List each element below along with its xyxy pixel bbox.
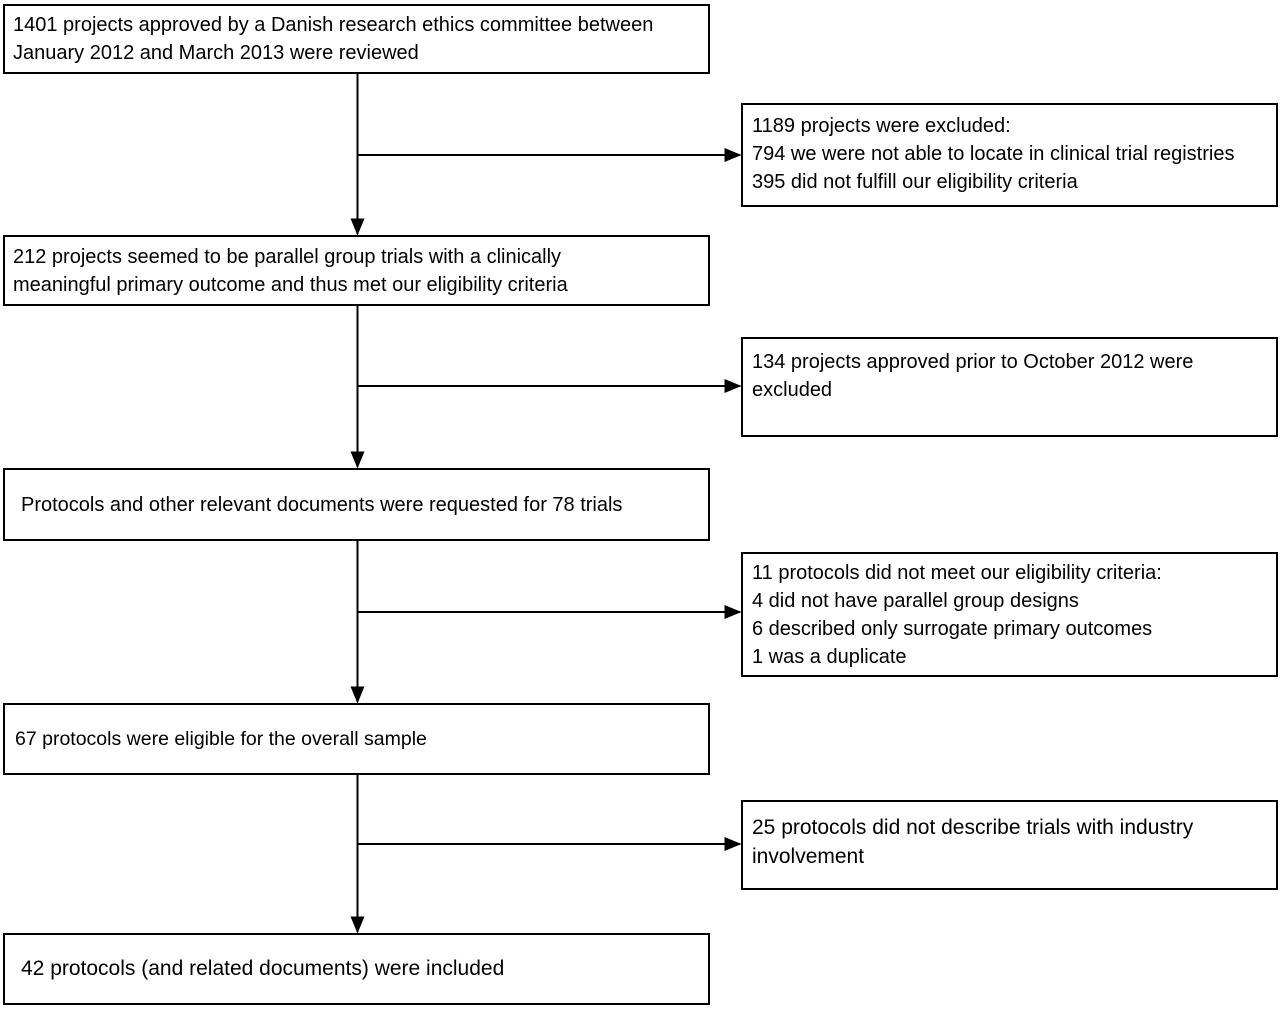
flow-box-text-line: 4 did not have parallel group designs <box>752 590 1079 612</box>
flow-box-protocols-eligible: 67 protocols were eligible for the overa… <box>3 703 710 775</box>
flow-box-excluded-11: 11 protocols did not meet our eligibilit… <box>741 552 1278 677</box>
flow-box-text-line: excluded <box>752 379 833 401</box>
flow-box-text-line: 212 projects seemed to be parallel group… <box>13 245 562 268</box>
flow-box-text-line: 395 did not fulfill our eligibility crit… <box>752 171 1078 193</box>
flow-box-protocols-included: 42 protocols (and related documents) wer… <box>3 933 710 1005</box>
flow-box-text-line: 11 protocols did not meet our eligibilit… <box>752 562 1162 584</box>
flow-box-excluded-25: 25 protocols did not describe trials wit… <box>741 800 1278 890</box>
flow-box-text-line: 67 protocols were eligible for the overa… <box>15 728 427 750</box>
flow-box-text-line: 1 was a duplicate <box>752 646 907 668</box>
flow-box-text-line: meaningful primary outcome and thus met … <box>13 273 568 296</box>
flow-box-text-line: 6 described only surrogate primary outco… <box>752 618 1153 640</box>
flow-box-text-line: 25 protocols did not describe trials wit… <box>752 816 1194 839</box>
flow-box-text-line: involvement <box>752 845 865 868</box>
flow-box-protocols-requested: Protocols and other relevant documents w… <box>3 468 710 541</box>
flow-box-text-line: 1401 projects approved by a Danish resea… <box>13 14 654 36</box>
flow-box-excluded-1189: 1189 projects were excluded: 794 we were… <box>741 103 1278 207</box>
flow-box-eligible-projects: 212 projects seemed to be parallel group… <box>3 235 710 306</box>
flow-box-text-line: January 2012 and March 2013 were reviewe… <box>13 42 419 64</box>
flow-box-text-line: 134 projects approved prior to October 2… <box>752 351 1194 373</box>
flow-box-text-line: 1189 projects were excluded: <box>752 115 1011 137</box>
flow-box-text-line: Protocols and other relevant documents w… <box>21 493 623 516</box>
flow-box-text-line: 42 protocols (and related documents) wer… <box>21 957 505 980</box>
flow-box-text-line: 794 we were not able to locate in clinic… <box>752 143 1235 165</box>
flow-box-reviewed: 1401 projects approved by a Danish resea… <box>3 4 710 74</box>
flow-box-excluded-134: 134 projects approved prior to October 2… <box>741 337 1278 437</box>
